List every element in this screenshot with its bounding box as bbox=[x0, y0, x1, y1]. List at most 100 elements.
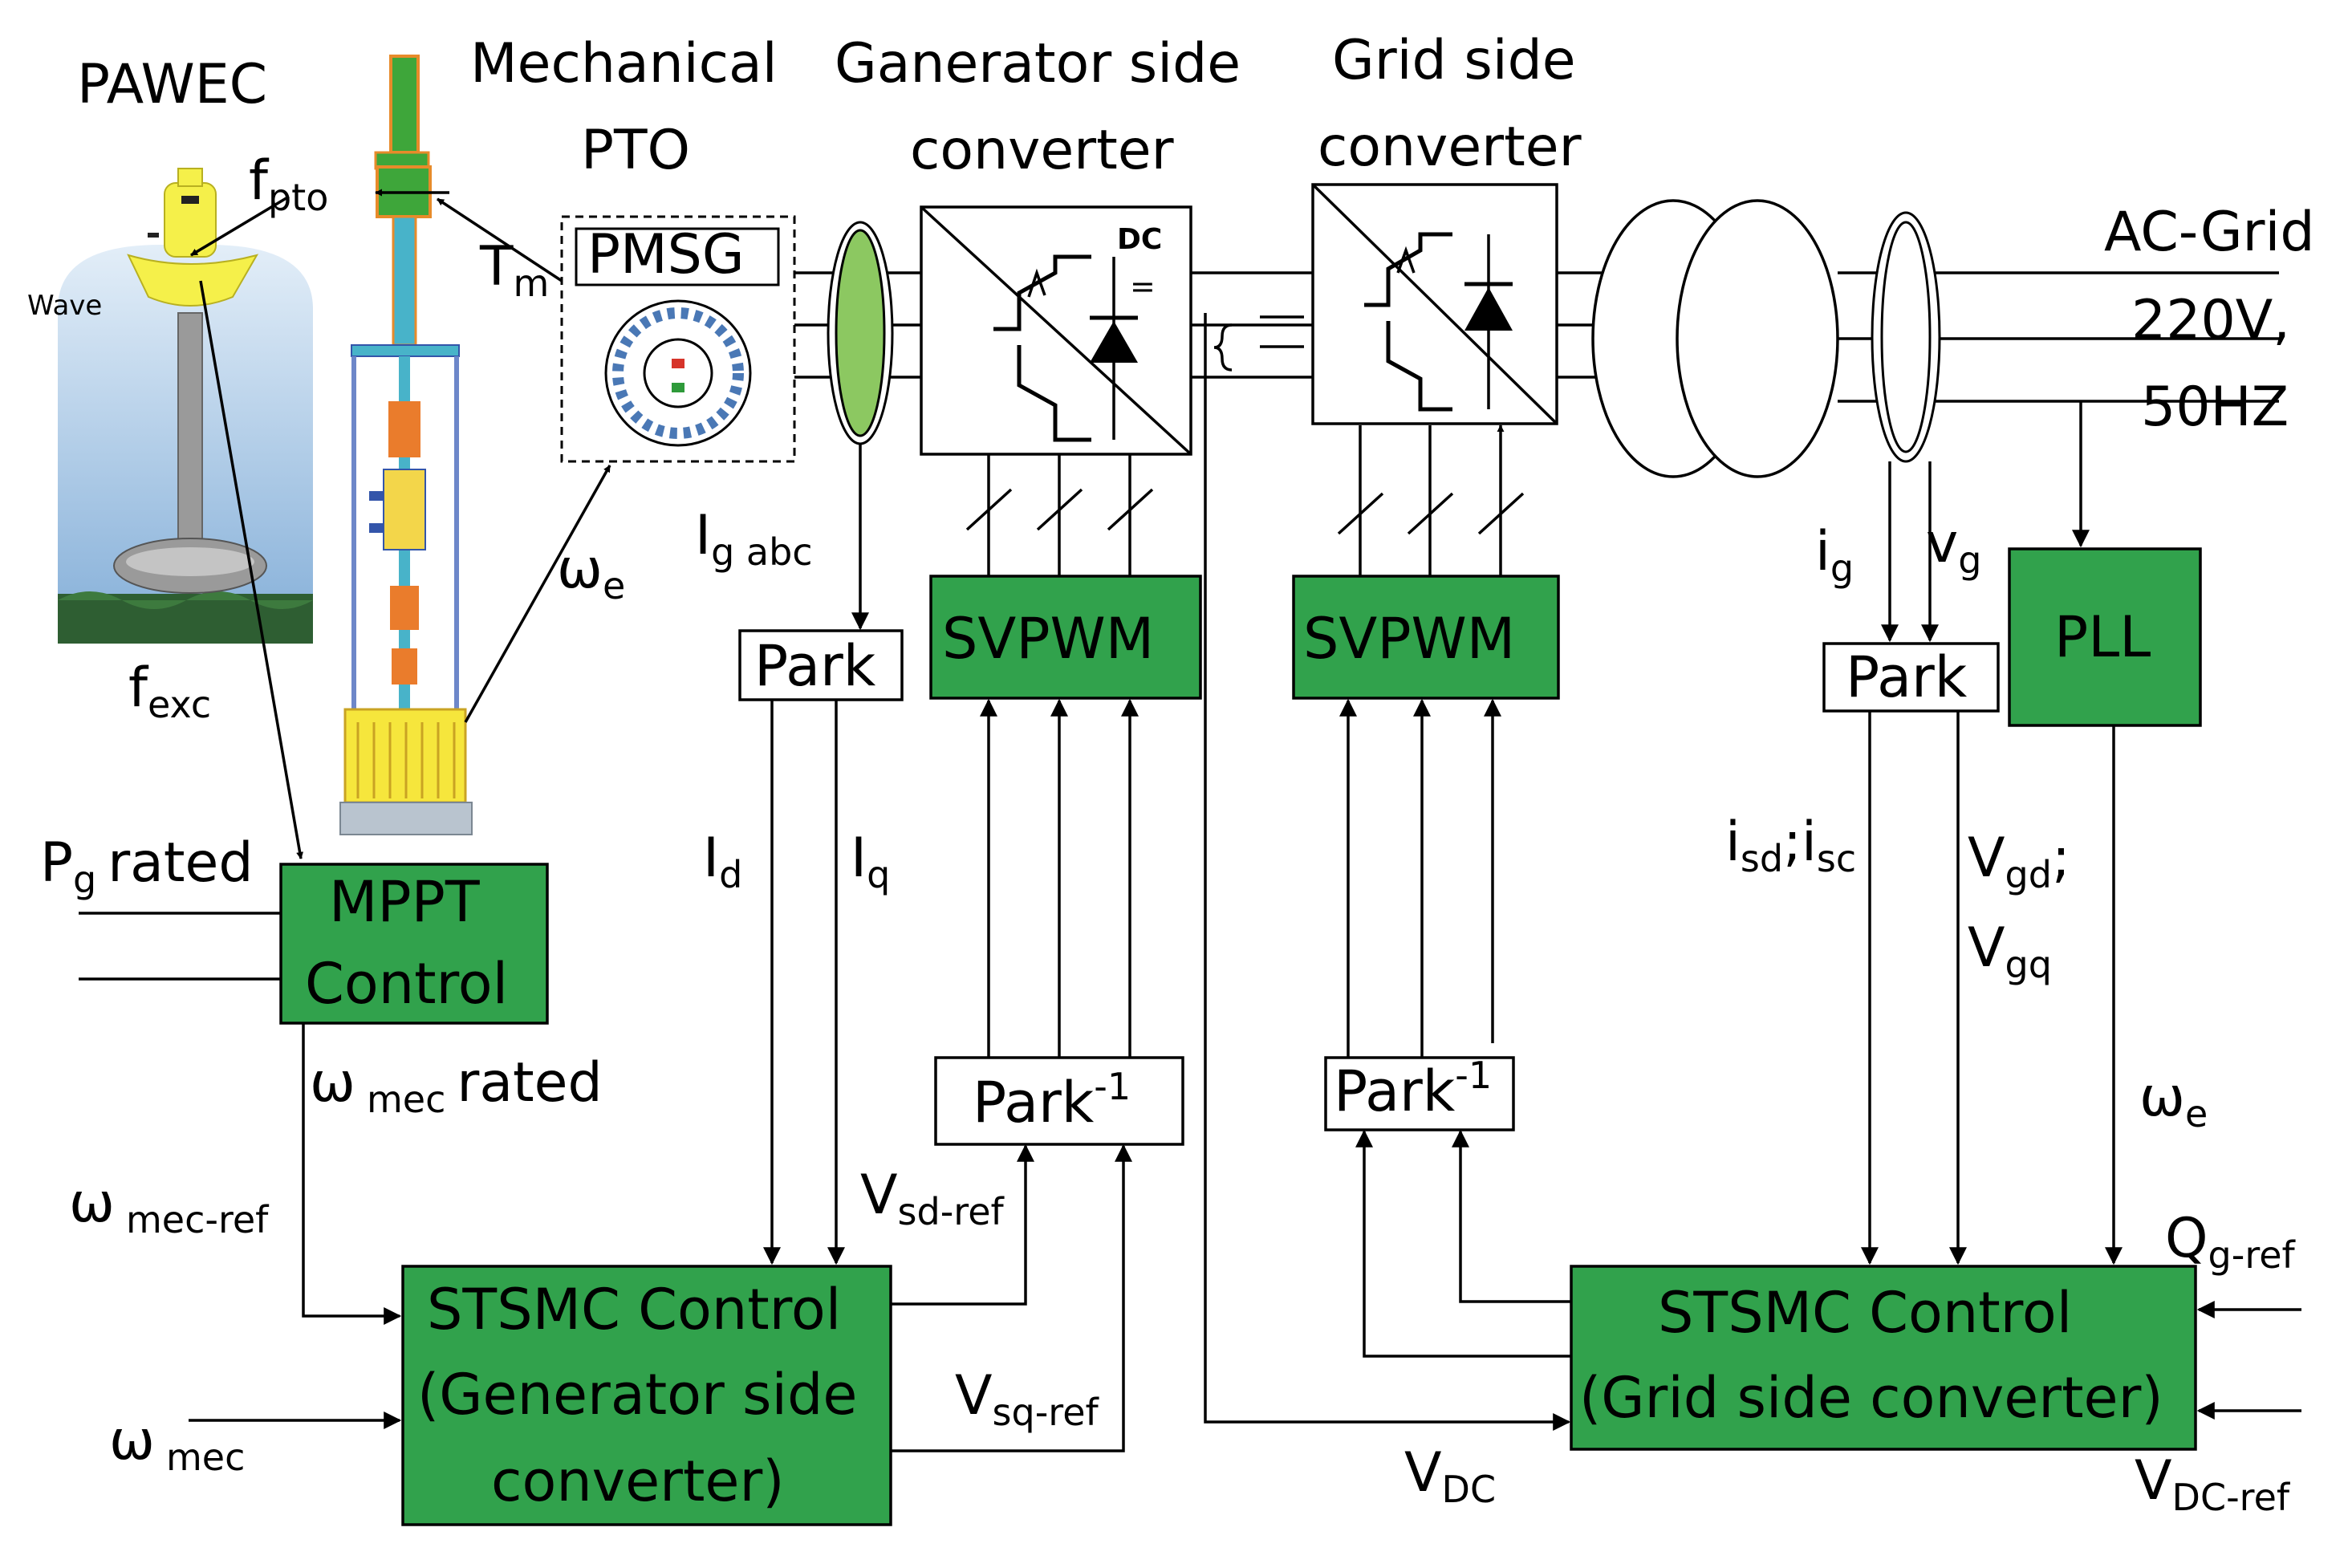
park-grid-box bbox=[1822, 642, 2000, 713]
labels: PAWEC Wave fpto fexc Tm ωe Mechanical PT… bbox=[27, 29, 2315, 1519]
buoy-spar bbox=[177, 312, 203, 554]
grid-converter-diagonal bbox=[1311, 183, 1558, 425]
seabed-texture bbox=[58, 591, 313, 609]
grid-igbt-symbol bbox=[1364, 232, 1452, 412]
pto-foot bbox=[339, 802, 473, 835]
pmsg-south-pole bbox=[672, 383, 684, 392]
label-f-exc: fexc bbox=[128, 656, 211, 726]
label-i-g-abc: Ig abc bbox=[695, 504, 813, 574]
buoy-marker bbox=[181, 196, 199, 204]
label-v-gd: Vgd; bbox=[1968, 827, 2070, 896]
label-dc-eq: = bbox=[1130, 269, 1156, 304]
label-park-grid: Park bbox=[1846, 644, 1968, 710]
pmsg-windings bbox=[612, 307, 744, 439]
label-stsmc-gen-1: STSMC Control bbox=[427, 1277, 841, 1343]
label-i-d: Id bbox=[703, 827, 742, 896]
ct-gen-inner bbox=[835, 229, 886, 437]
gen-igbt-arrow bbox=[1027, 268, 1046, 298]
label-omega-e-left: ωe bbox=[557, 538, 625, 607]
signal-lines bbox=[79, 189, 2301, 1452]
label-i-g: ig bbox=[1815, 520, 1854, 590]
label-t-m: Tm bbox=[479, 235, 549, 305]
svpwm-gen-box bbox=[929, 575, 1202, 700]
label-pawec: PAWEC bbox=[77, 53, 267, 116]
label-park-gen: Park bbox=[754, 633, 876, 699]
blocks bbox=[279, 547, 2202, 1526]
label-v-sq-ref: Vsq-ref bbox=[955, 1364, 1099, 1434]
label-v-dc: VDC bbox=[1404, 1441, 1496, 1511]
label-stsmc-grid-1: STSMC Control bbox=[1658, 1280, 2072, 1346]
transformer-coil-2 bbox=[1676, 199, 1839, 478]
label-wave: Wave bbox=[27, 290, 102, 322]
dc-bracket bbox=[1213, 323, 1233, 372]
pto-gear-1 bbox=[388, 401, 420, 457]
label-park-inv-gen: Park-1 bbox=[973, 1065, 1131, 1135]
label-svpwm-grid: SVPWM bbox=[1303, 606, 1515, 672]
label-stsmc-grid-2: (Grid side converter) bbox=[1579, 1365, 2163, 1431]
label-i-q: Iq bbox=[851, 827, 890, 896]
pto-shaft bbox=[392, 215, 417, 347]
grid-igbt-arrow bbox=[1396, 246, 1416, 274]
pmsg-block bbox=[560, 215, 796, 463]
grid-connection bbox=[1557, 199, 2279, 478]
label-grid-conv-2: converter bbox=[1318, 116, 1582, 179]
label-mech-pto-2: PTO bbox=[581, 119, 690, 182]
gen-side-power-lines bbox=[794, 221, 921, 445]
label-v-dc-ref: VDC-ref bbox=[2135, 1449, 2291, 1519]
buoy-float bbox=[127, 254, 259, 307]
pto-frame-top bbox=[351, 344, 460, 357]
dc-link-lines bbox=[1191, 271, 1313, 379]
label-i-sd-i-sc: isd;isc bbox=[1725, 810, 1856, 880]
label-ac-grid-2: 220V, bbox=[2131, 289, 2290, 352]
label-grid-conv-1: Grid side bbox=[1332, 29, 1576, 92]
pawec-illustration bbox=[58, 168, 313, 644]
label-ac-grid-3: 50HZ bbox=[2141, 376, 2289, 439]
label-q-g-ref: Qg-ref bbox=[2165, 1207, 2297, 1277]
pto-frame-left bbox=[351, 356, 356, 709]
pto-illustration bbox=[339, 55, 473, 835]
gen-converter-diagonal bbox=[920, 205, 1192, 456]
heave-plate-top bbox=[126, 547, 254, 576]
park-inv-gen-box bbox=[934, 1056, 1184, 1146]
pll-box bbox=[2008, 547, 2202, 727]
label-pll: PLL bbox=[2054, 604, 2151, 670]
label-gen-conv-1: Ganerator side bbox=[835, 32, 1241, 95]
gen-igbt-symbol bbox=[993, 254, 1091, 442]
label-svpwm-gen: SVPWM bbox=[942, 606, 1154, 672]
pto-base-ribs bbox=[356, 722, 456, 798]
label-v-gq: Vgq bbox=[1968, 916, 2052, 986]
pto-bolt-1 bbox=[369, 491, 384, 501]
label-ac-grid-1: AC-Grid bbox=[2104, 201, 2315, 264]
label-pmsg: PMSG bbox=[587, 223, 745, 286]
dc-capacitor bbox=[1260, 315, 1304, 348]
label-dc: DC bbox=[1117, 223, 1162, 256]
label-mppt-1: MPPT bbox=[329, 869, 480, 935]
buoy-marker-2 bbox=[148, 233, 159, 238]
gen-diode bbox=[1090, 321, 1138, 363]
label-v-g: vg bbox=[1926, 512, 1981, 582]
stsmc-gen-box bbox=[401, 1265, 892, 1526]
label-mppt-2: Control bbox=[305, 951, 508, 1017]
pto-gearbox bbox=[383, 469, 426, 550]
mppt-box bbox=[279, 863, 549, 1025]
label-park-inv-grid: Park-1 bbox=[1334, 1054, 1492, 1124]
label-stsmc-gen-3: converter) bbox=[491, 1448, 785, 1514]
buoy-cap bbox=[177, 168, 203, 187]
pto-gear-2 bbox=[390, 586, 419, 630]
svpwm-grid-box bbox=[1292, 575, 1560, 700]
label-omega-e-right: ωe bbox=[2139, 1066, 2208, 1135]
label-mech-pto-1: Mechanical bbox=[470, 32, 778, 95]
pto-gear-3 bbox=[392, 648, 417, 684]
label-stsmc-gen-2: (Generator side bbox=[417, 1362, 857, 1428]
dc-link bbox=[1191, 271, 1313, 379]
stsmc-grid-box bbox=[1570, 1265, 2197, 1451]
park-inv-grid-box bbox=[1324, 1056, 1515, 1131]
grid-diode bbox=[1464, 287, 1513, 331]
park-gen-box bbox=[738, 629, 904, 701]
